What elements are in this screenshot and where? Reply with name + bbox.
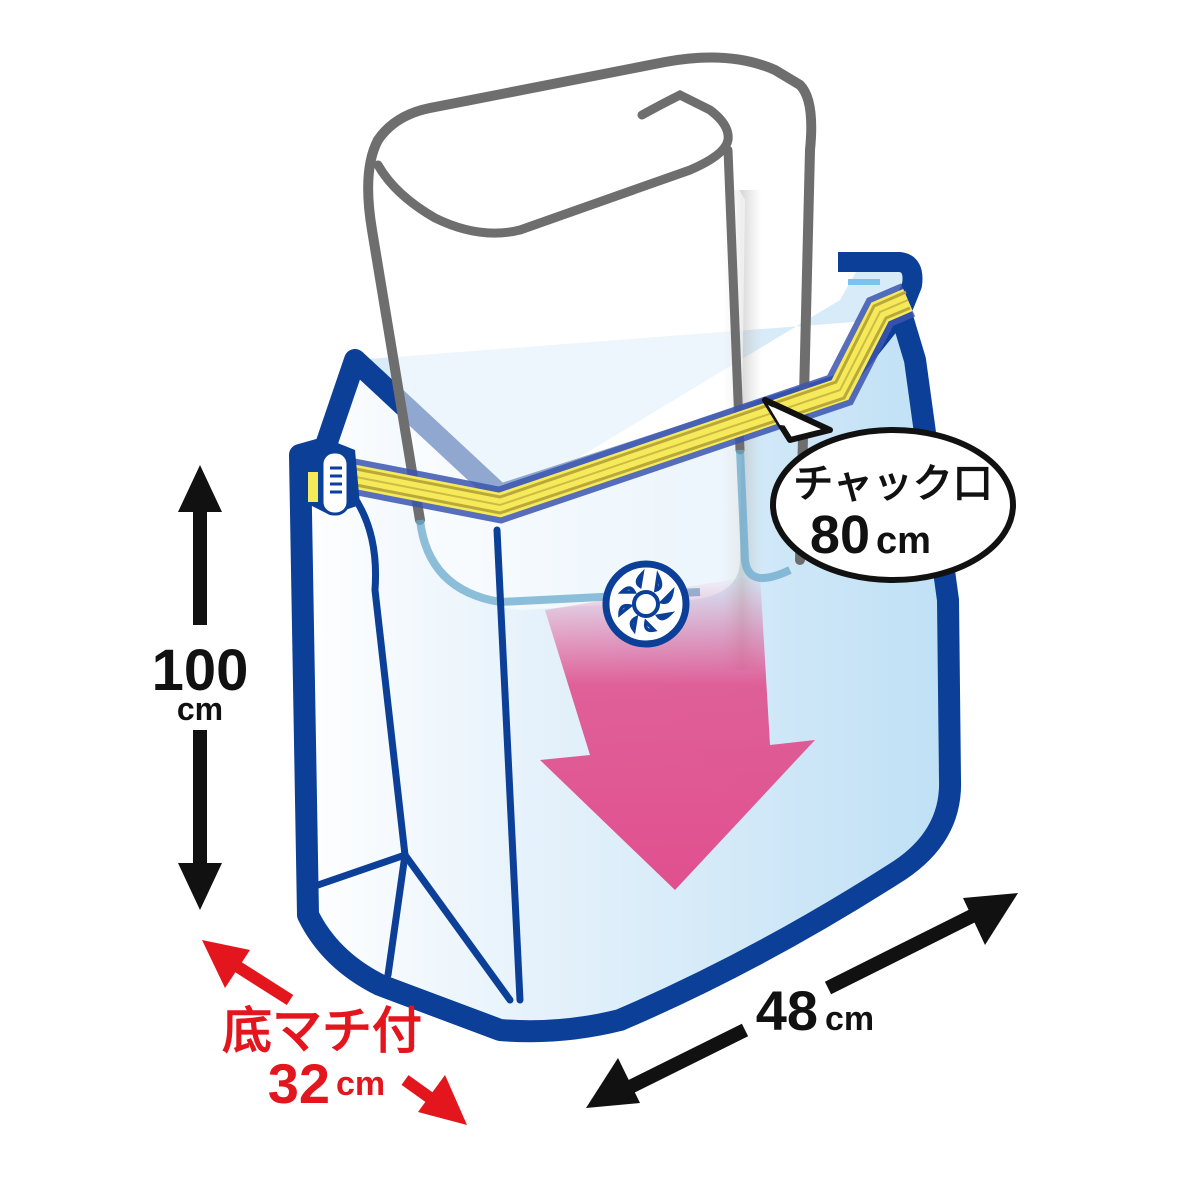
height-unit: cm [177,691,223,727]
zipper [316,283,916,524]
width-dimension: 48 cm [586,893,1018,1108]
arrow-down-icon [178,863,222,910]
gusset-unit: cm [336,1065,385,1103]
width-value: 48 [756,979,818,1042]
zipper-callout: チャック口 80 cm [762,397,1016,583]
arrow-upleft-icon [202,940,250,988]
arrow-right-icon [963,893,1018,945]
arrow-up-icon [178,465,222,512]
arrow-left-icon [586,1058,640,1108]
arrow-downright-icon [418,1075,467,1125]
down-arrow-icon [540,575,815,890]
gusset-title: 底マチ付 [222,1003,422,1059]
height-value: 100 [152,638,249,703]
gusset-value: 32 [268,1052,330,1115]
width-unit: cm [825,1000,874,1038]
zipper-slider-icon [292,440,360,516]
gusset-dimension: 底マチ付 32 cm [202,940,467,1125]
zipper-callout-unit: cm [876,520,931,562]
height-dimension: 100 cm [152,465,249,910]
zipper-callout-title: チャック口 [793,462,993,506]
zipper-callout-value: 80 [810,505,870,565]
valve-icon [602,560,690,648]
